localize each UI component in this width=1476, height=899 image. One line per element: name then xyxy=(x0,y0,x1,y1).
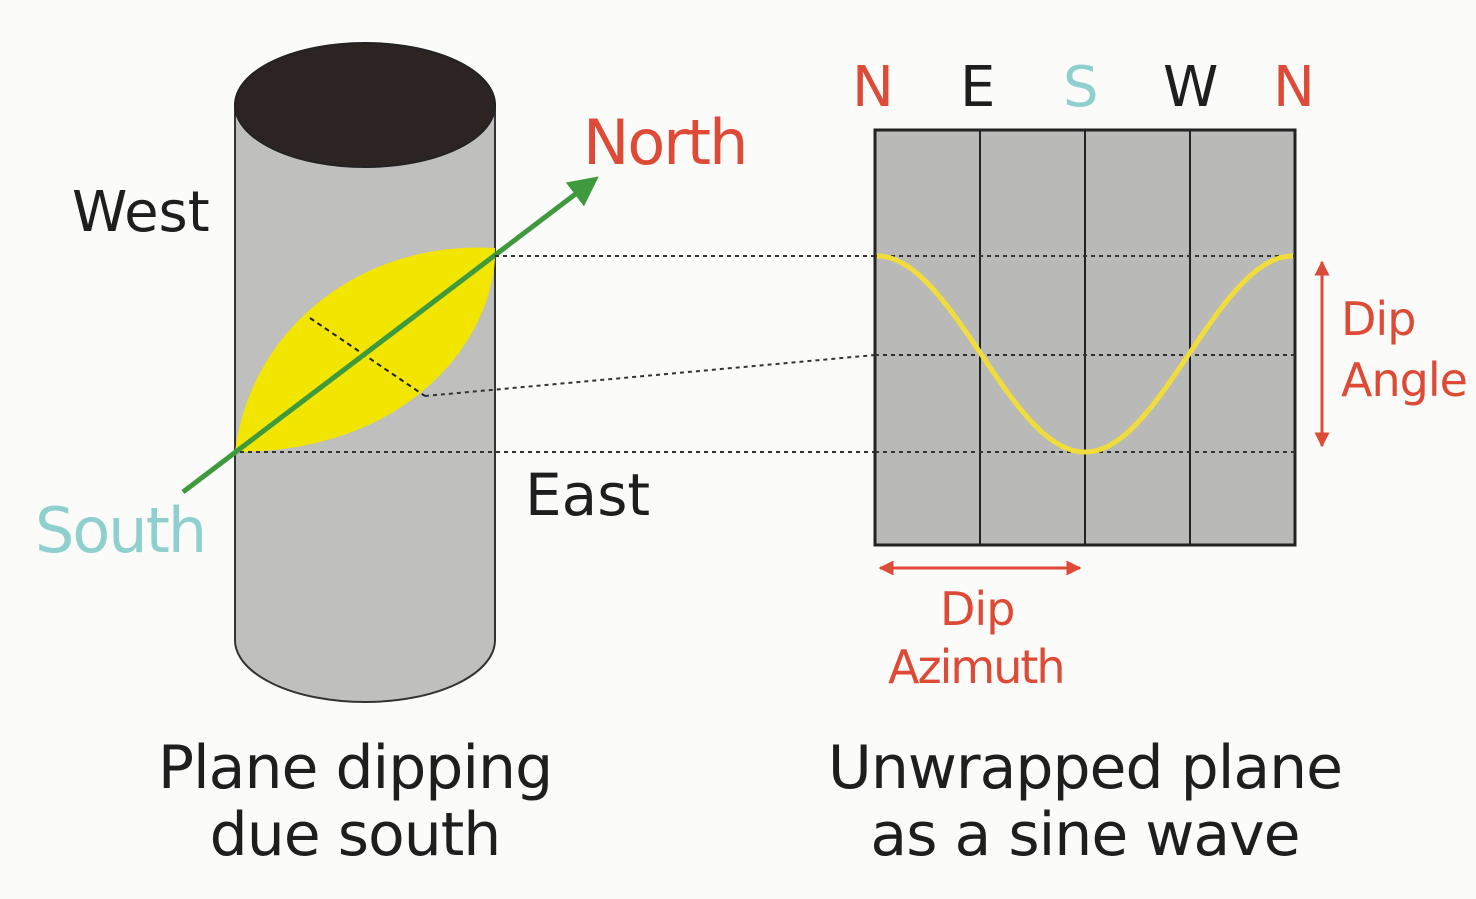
compass-w: W xyxy=(1163,55,1219,120)
compass-e: E xyxy=(960,55,996,120)
dip-azimuth-label-line2: Azimuth xyxy=(888,640,1066,694)
compass-s: S xyxy=(1063,55,1099,120)
north-south-arrow xyxy=(181,176,599,494)
left-caption-line2: due south xyxy=(209,800,502,871)
right-caption: Unwrapped plane as a sine wave xyxy=(800,733,1370,871)
left-caption-line1: Plane dipping xyxy=(157,733,553,803)
compass-n-right: N xyxy=(1273,55,1315,120)
dip-angle-label-line1: Dip xyxy=(1341,292,1416,346)
dip-azimuth-label-line1: Dip xyxy=(940,582,1015,636)
east-label: East xyxy=(525,461,651,529)
unwrapped-panel xyxy=(873,128,1297,547)
south-label: South xyxy=(35,494,207,567)
right-caption-line1: Unwrapped plane xyxy=(827,733,1343,803)
right-caption-line2: as a sine wave xyxy=(870,800,1300,871)
north-label: North xyxy=(583,106,748,179)
dip-angle-label-line2: Angle xyxy=(1341,353,1468,407)
cylinder-top xyxy=(234,42,496,168)
sine-wave xyxy=(876,253,1294,455)
compass-n-left: N xyxy=(852,55,894,120)
west-label: West xyxy=(72,180,210,245)
left-caption: Plane dipping due south xyxy=(120,733,590,871)
